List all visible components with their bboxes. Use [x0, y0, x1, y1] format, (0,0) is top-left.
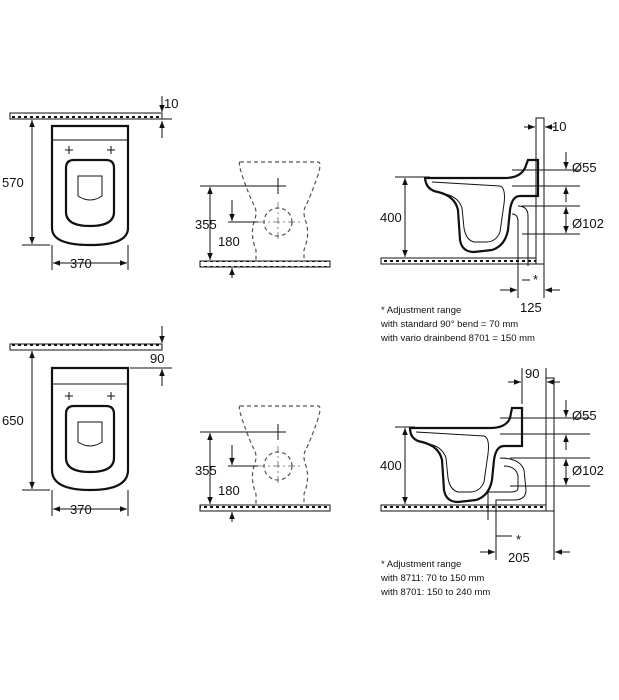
floor-strip — [199, 260, 331, 268]
height-b-label: 180 — [218, 234, 240, 249]
offset-label: 125 — [520, 300, 542, 315]
note-line-2: with 8711: 70 to 150 mm — [380, 573, 484, 584]
note-line-2: with standard 90° bend = 70 mm — [380, 319, 518, 330]
adjust-star: * — [516, 532, 521, 547]
wall — [535, 117, 545, 265]
seat-outline — [64, 158, 116, 228]
fixing-cross-left — [65, 392, 73, 400]
floor-strip — [199, 504, 331, 512]
wall-gap-label: 90 — [525, 366, 539, 381]
height-label: 400 — [380, 458, 402, 473]
wall-gap-label: 10 — [552, 119, 566, 134]
fixing-cross-left — [65, 146, 73, 154]
row2-front-view: 355 180 — [195, 405, 331, 522]
floor-strip — [380, 504, 552, 512]
note-line-3: with 8701: 150 to 240 mm — [380, 587, 490, 598]
height-label: 400 — [380, 210, 402, 225]
height-a-label: 355 — [195, 217, 217, 232]
note-line-3: with vario drainbend 8701 = 150 mm — [380, 333, 535, 344]
cross-marker — [270, 178, 286, 194]
note-line-1: * Adjustment range — [381, 305, 461, 316]
row2-top-view: 650 370 90 — [2, 326, 172, 517]
fixing-cross-right — [107, 146, 115, 154]
offset-label: 205 — [508, 550, 530, 565]
cross-marker — [270, 424, 286, 440]
depth-label: 650 — [2, 413, 24, 428]
row1-side-view: Ø55 Ø102 400 10 125 * * Adjustment range… — [380, 117, 604, 344]
width-label: 370 — [70, 502, 92, 517]
bowl-profile — [423, 158, 540, 254]
inlet-diameter-label: Ø55 — [572, 408, 597, 423]
floor-strip — [380, 257, 542, 265]
bowl-profile — [408, 406, 524, 504]
seat-inner — [77, 421, 103, 447]
seat-outline — [64, 404, 116, 474]
height-b-label: 180 — [218, 483, 240, 498]
wall-gap-label: 90 — [150, 351, 164, 366]
height-a-label: 355 — [195, 463, 217, 478]
row1-front-view: 355 180 — [195, 161, 331, 278]
bowl-outline — [50, 124, 130, 247]
depth-label: 570 — [2, 175, 24, 190]
row2-side-view: Ø55 Ø102 400 90 205 * * Adjustment range… — [380, 366, 604, 598]
inlet-diameter-label: Ø55 — [572, 160, 597, 175]
wall — [545, 377, 555, 512]
outlet-diameter-label: Ø102 — [572, 216, 604, 231]
note-line-1: * Adjustment range — [381, 559, 461, 570]
seat-inner — [77, 175, 103, 201]
adjust-star: * — [533, 272, 538, 287]
row1-top-view: 570 370 10 — [2, 96, 178, 271]
width-label: 370 — [70, 256, 92, 271]
wall-strip — [9, 112, 163, 120]
outlet-diameter-label: Ø102 — [572, 463, 604, 478]
wall-strip — [9, 343, 163, 351]
bowl-dashed-outline — [238, 405, 321, 506]
fixing-cross-right — [107, 392, 115, 400]
bowl-dashed-outline — [238, 161, 321, 262]
bowl-outline — [50, 366, 130, 492]
wall-gap-label: 10 — [164, 96, 178, 111]
